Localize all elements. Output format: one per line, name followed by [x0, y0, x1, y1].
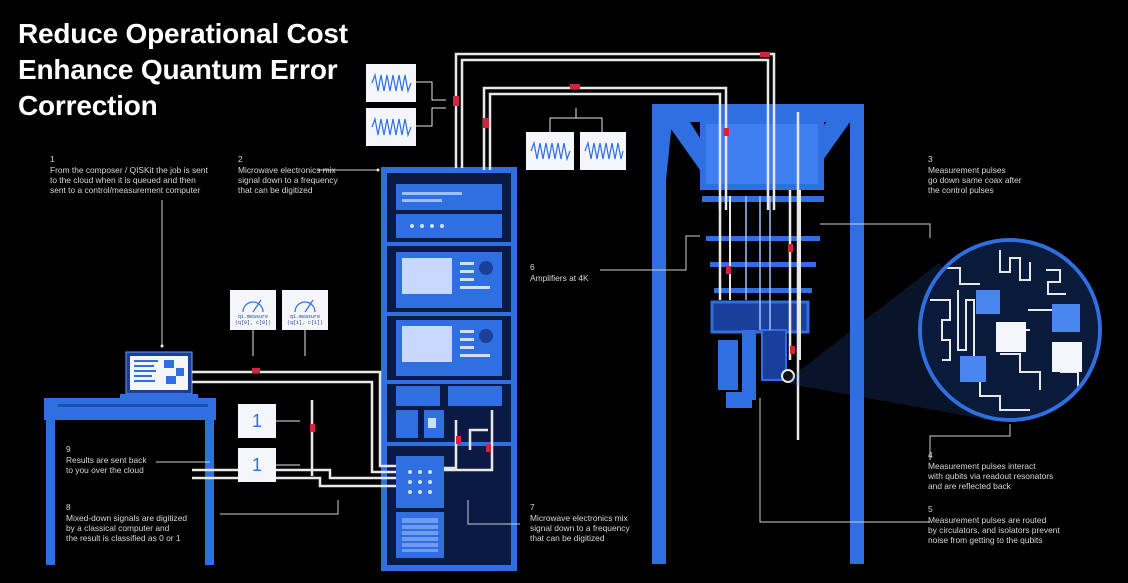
step-7-number: 7	[530, 502, 670, 512]
waveform-icon	[366, 64, 626, 170]
step-2-number: 2	[238, 154, 378, 164]
dilution-refrigerator-icon	[652, 104, 864, 564]
measure-card-2: q1.measure (q[1], c[1])	[282, 314, 328, 326]
result-card-2: 1	[238, 448, 276, 482]
step-4-text: Measurement pulses interact with qubits …	[928, 461, 1118, 491]
qubit-chip-icon	[920, 240, 1100, 420]
title-line-3: Correction	[18, 88, 348, 124]
step-6-text: Amplifiers at 4K	[530, 273, 610, 283]
step-3-number: 3	[928, 154, 1078, 164]
step-7: 7 Microwave electronics mix signal down …	[530, 502, 670, 543]
step-9-number: 9	[66, 444, 196, 454]
step-2-text: Microwave electronics mix signal down to…	[238, 165, 378, 195]
step-8-text: Mixed-down signals are digitized by a cl…	[66, 513, 236, 543]
server-rack-icon	[384, 170, 514, 568]
measure-card-2-args: (q[1], c[1])	[282, 320, 328, 326]
step-7-text: Microwave electronics mix signal down to…	[530, 513, 670, 543]
step-4: 4 Measurement pulses interact with qubit…	[928, 450, 1118, 491]
step-5-number: 5	[928, 504, 1118, 514]
step-3: 3 Measurement pulses go down same coax a…	[928, 154, 1078, 195]
step-8: 8 Mixed-down signals are digitized by a …	[66, 502, 236, 543]
title-line-1: Reduce Operational Cost	[18, 16, 348, 52]
step-1-number: 1	[50, 154, 240, 164]
step-8-number: 8	[66, 502, 236, 512]
step-6-number: 6	[530, 262, 610, 272]
step-5-text: Measurement pulses are routed by circula…	[928, 515, 1118, 545]
step-4-number: 4	[928, 450, 1118, 460]
step-5: 5 Measurement pulses are routed by circu…	[928, 504, 1118, 545]
step-1-text: From the composer / QISKit the job is se…	[50, 165, 240, 195]
step-9-text: Results are sent back to you over the cl…	[66, 455, 196, 475]
result-card-1: 1	[238, 404, 276, 438]
step-2: 2 Microwave electronics mix signal down …	[238, 154, 378, 195]
title-line-2: Enhance Quantum Error	[18, 52, 348, 88]
step-6: 6 Amplifiers at 4K	[530, 262, 610, 283]
measure-card-1-args: (q[0], c[0])	[230, 320, 276, 326]
step-1: 1 From the composer / QISKit the job is …	[50, 154, 240, 195]
measure-card-1: q1.measure (q[0], c[0])	[230, 314, 276, 326]
step-3-text: Measurement pulses go down same coax aft…	[928, 165, 1078, 195]
laptop-icon	[120, 352, 198, 398]
page-title: Reduce Operational Cost Enhance Quantum …	[18, 16, 348, 124]
step-9: 9 Results are sent back to you over the …	[66, 444, 196, 475]
